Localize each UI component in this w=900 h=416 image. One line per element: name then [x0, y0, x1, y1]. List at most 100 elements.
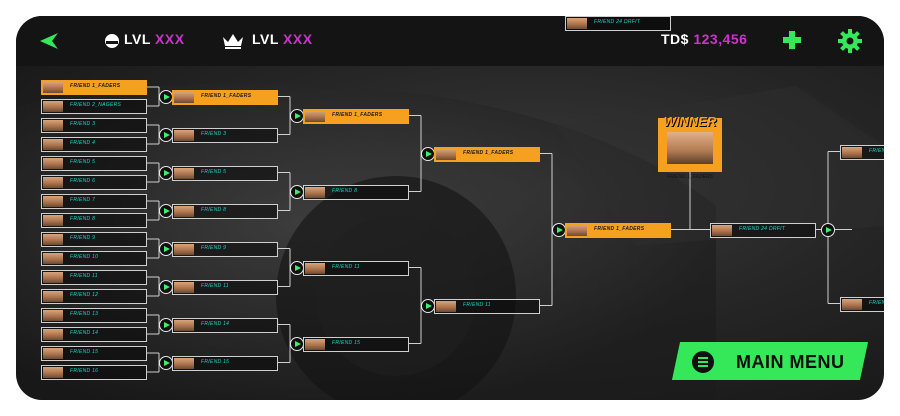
player-avatar	[174, 129, 194, 141]
player-name: FRIEN	[869, 299, 884, 306]
bracket-slot-r1-5[interactable]: FRIEND 5	[41, 156, 147, 171]
bracket-slot-r2-7[interactable]: FRIEND 14	[172, 317, 278, 333]
bracket-slot-r1-13[interactable]: FRIEND 13	[41, 308, 147, 323]
bracket-slot-r3-1[interactable]: FRIEND 1_FADERS	[303, 108, 409, 124]
play-match-icon[interactable]	[421, 298, 435, 313]
player-name: FRIEND 8	[332, 187, 358, 194]
bracket-slot-r1-11[interactable]: FRIEND 11	[41, 270, 147, 285]
player-name: FRIEND 15	[332, 339, 361, 346]
play-match-icon[interactable]	[159, 241, 173, 256]
player-avatar	[174, 281, 194, 293]
player-name: FRIEND 13	[70, 311, 99, 317]
play-match-icon[interactable]	[290, 336, 304, 351]
player-avatar	[842, 298, 862, 310]
bracket-slot-r4-2[interactable]: FRIEND 11	[434, 298, 540, 314]
bracket-slot-r1-8[interactable]: FRIEND 8	[41, 213, 147, 228]
play-match-icon[interactable]	[159, 317, 173, 332]
play-match-icon[interactable]	[290, 260, 304, 275]
bracket-slot-r1-14[interactable]: FRIEND 14	[41, 327, 147, 342]
crown-level: LVL XXX	[252, 31, 313, 47]
player-name: FRIEND 15	[201, 358, 230, 365]
plus-icon[interactable]	[782, 30, 802, 50]
player-avatar	[305, 186, 325, 198]
player-name: FRIEND 3	[70, 121, 96, 127]
player-avatar	[436, 148, 456, 160]
player-avatar	[174, 91, 194, 103]
player-name: FRIEND 12	[70, 292, 99, 298]
helmet-level-value: XXX	[155, 31, 185, 47]
gear-icon[interactable]	[838, 29, 862, 53]
bracket-slot-r2-1[interactable]: FRIEND 1_FADERS	[172, 89, 278, 105]
main-menu-label[interactable]: MAIN MENU	[736, 352, 845, 372]
play-match-icon[interactable]	[821, 222, 835, 237]
player-name: FRIEND 1_FADERS	[332, 111, 383, 118]
bracket-slot-r1-16[interactable]: FRIEND 16	[41, 365, 147, 380]
currency-value: 123,456	[693, 31, 748, 47]
winner-avatar	[667, 132, 713, 164]
bracket-slot-right-1[interactable]: FRIEN	[840, 144, 884, 160]
bracket-slot-r1-2[interactable]: FRIEND 2_NAGERS	[41, 99, 147, 114]
bracket-slot-r1-10[interactable]: FRIEND 10	[41, 251, 147, 266]
bracket-slot-r1-1[interactable]: FRIEND 1_FADERS	[41, 80, 147, 95]
player-avatar	[43, 329, 63, 340]
bracket-slot-r3-2[interactable]: FRIEND 8	[303, 184, 409, 200]
play-match-icon[interactable]	[159, 279, 173, 294]
player-avatar	[43, 120, 63, 131]
bracket-slot-r2-3[interactable]: FRIEND 5	[172, 165, 278, 181]
bracket-slot-r2-6[interactable]: FRIEND 11	[172, 279, 278, 295]
player-name: FRIEND 5	[201, 168, 227, 175]
player-avatar	[43, 215, 63, 226]
bracket-slot-r5-2[interactable]: FRIEND 24 DRFIT	[565, 16, 671, 31]
play-match-icon[interactable]	[290, 108, 304, 123]
player-name: FRIEND 8	[201, 206, 227, 213]
bracket-slot-r1-7[interactable]: FRIEND 7	[41, 194, 147, 209]
play-match-icon[interactable]	[159, 165, 173, 180]
player-name: FRIEND 11	[332, 263, 360, 270]
play-match-icon[interactable]	[552, 222, 566, 237]
bracket-slot-r1-3[interactable]: FRIEND 3	[41, 118, 147, 133]
winner-name: FRIEND 1_FADERS	[667, 174, 713, 180]
player-avatar	[567, 224, 587, 236]
bracket-slot-r2-5[interactable]: FRIEND 9	[172, 241, 278, 257]
top-bar	[16, 16, 884, 66]
player-avatar	[305, 110, 325, 122]
bracket-slot-r2-2[interactable]: FRIEND 3	[172, 127, 278, 143]
winner-title: WINNER	[663, 114, 717, 129]
play-match-icon[interactable]	[159, 89, 173, 104]
player-name: FRIEND 15	[70, 349, 99, 355]
bracket-slot-r1-9[interactable]: FRIEND 9	[41, 232, 147, 247]
bracket-slot-r1-4[interactable]: FRIEND 4	[41, 137, 147, 152]
player-avatar	[436, 300, 456, 312]
play-match-icon[interactable]	[159, 355, 173, 370]
bracket-slot-r1-6[interactable]: FRIEND 6	[41, 175, 147, 190]
bracket-slot-final-opponent[interactable]: FRIEND 24 DRFIT	[710, 222, 816, 238]
player-avatar	[43, 310, 63, 321]
back-arrow-icon[interactable]	[38, 32, 60, 50]
play-match-icon[interactable]	[290, 184, 304, 199]
crown-icon	[223, 34, 243, 49]
play-match-icon[interactable]	[159, 203, 173, 218]
bracket-slot-r3-4[interactable]: FRIEND 15	[303, 336, 409, 352]
player-avatar	[174, 205, 194, 217]
player-avatar	[43, 272, 63, 283]
player-name: FRIEN	[869, 147, 884, 154]
menu-icon[interactable]	[692, 351, 714, 373]
game-screen: LVL XXX LVL XXX TD$ 123,456 FRIEND 1_FAD…	[16, 16, 884, 400]
player-name: FRIEND 10	[70, 254, 99, 260]
helmet-level-label: LVL	[124, 31, 151, 47]
player-avatar	[43, 196, 63, 207]
bracket-slot-right-2[interactable]: FRIEN	[840, 296, 884, 312]
play-match-icon[interactable]	[159, 127, 173, 142]
play-match-icon[interactable]	[421, 146, 435, 161]
bracket-slot-r2-4[interactable]: FRIEND 8	[172, 203, 278, 219]
bracket-slot-r3-3[interactable]: FRIEND 11	[303, 260, 409, 276]
bracket-slot-r5-1[interactable]: FRIEND 1_FADERS	[565, 222, 671, 238]
player-avatar	[174, 243, 194, 255]
player-avatar	[43, 291, 63, 302]
bracket-slot-r4-1[interactable]: FRIEND 1_FADERS	[434, 146, 540, 162]
bracket-slot-r1-15[interactable]: FRIEND 15	[41, 346, 147, 361]
bracket-slot-r1-12[interactable]: FRIEND 12	[41, 289, 147, 304]
player-avatar	[567, 18, 587, 29]
player-name: FRIEND 8	[70, 216, 96, 222]
bracket-slot-r2-8[interactable]: FRIEND 15	[172, 355, 278, 371]
